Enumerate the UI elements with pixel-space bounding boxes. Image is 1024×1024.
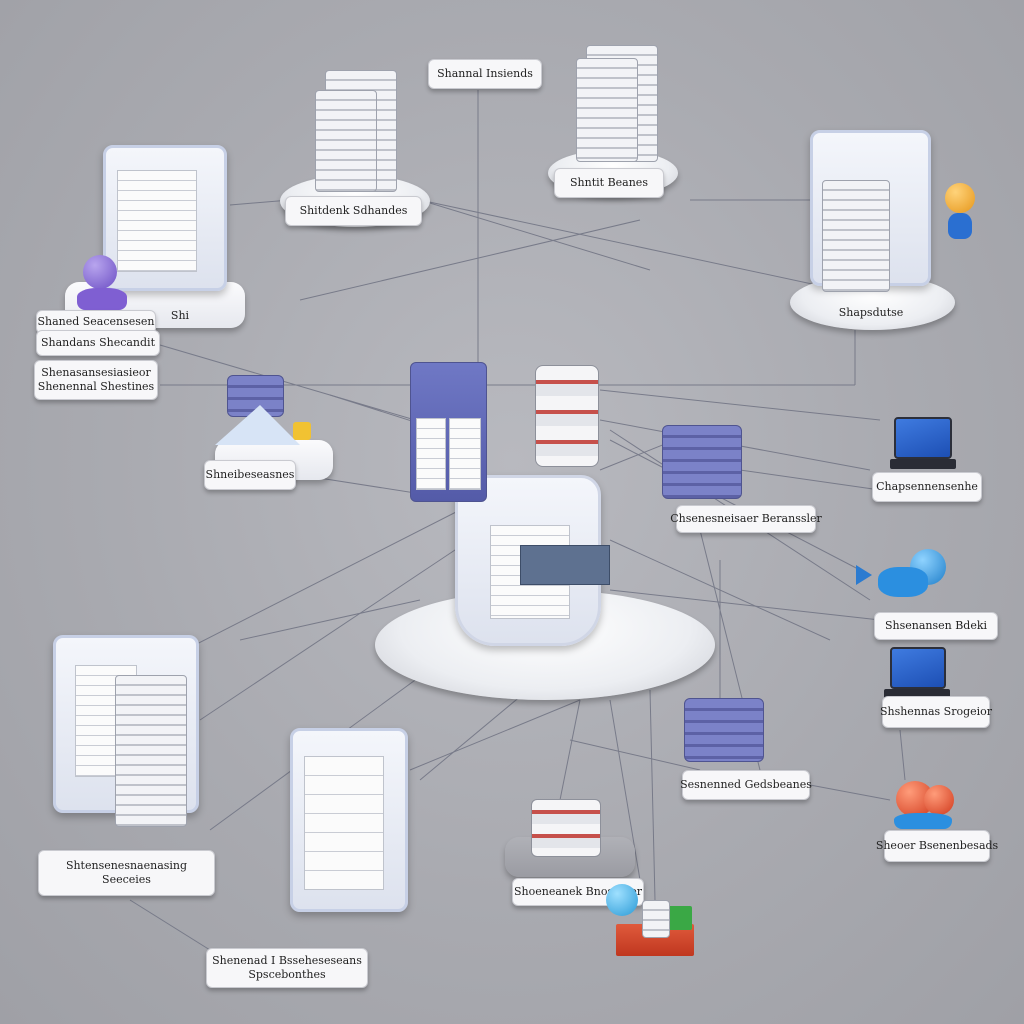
paper-icon: [215, 405, 300, 445]
label-line: Shenasansesiasieor: [41, 366, 151, 379]
workstation-left: [35, 140, 250, 330]
user-body-icon: [878, 567, 928, 597]
label-right-monitor: Shapsdutse: [838, 306, 904, 319]
user-head-icon: [924, 785, 954, 815]
document-icon: [449, 418, 481, 490]
user-head-icon: [945, 183, 975, 213]
label-right-blue-rack: Sesnenned Gedsbeanes: [680, 770, 812, 800]
document-stack-icon: [642, 900, 670, 938]
central-hub: [370, 360, 720, 705]
laptop-icon: [894, 417, 952, 459]
user-right-blue: [850, 545, 950, 605]
laptop-right-1: [890, 415, 960, 475]
label-right-user-red: Sheoer Bsenenbesads: [876, 830, 998, 862]
server-rack-icon: [410, 362, 487, 502]
folder-icon: [293, 422, 311, 440]
laptop-keyboard: [884, 689, 950, 699]
storage-cylinder-icon: [535, 365, 599, 467]
user-body-icon: [77, 288, 127, 310]
label-line: Seeceies: [102, 873, 151, 886]
label-right-user-blue: Shsenansen Bdeki: [874, 612, 998, 640]
monitor-bottom-center: [290, 728, 408, 912]
label-top-center: Shannal Insiends: [428, 59, 542, 89]
arrow-icon: [856, 565, 872, 585]
document-icon: [416, 418, 446, 490]
user-body-icon: [894, 813, 952, 829]
label-bottom-left: Shtensenesnaenasing Seeceies: [38, 850, 215, 896]
label-top-right-server: Shntit Beanes: [554, 168, 664, 198]
label-left-user: Shi: [170, 309, 190, 322]
server-bottom-center: [505, 795, 640, 885]
workstation-right: [790, 125, 990, 335]
server-rack-icon: [684, 698, 764, 762]
label-right-laptop-2: Shshennas Srogeior: [880, 696, 992, 728]
label-center-right-rack: Chsenesneisaer Beranssler: [670, 505, 822, 533]
document-stack-icon: [115, 675, 187, 827]
document-stack-icon: [822, 180, 890, 292]
document-icon: [304, 756, 384, 890]
label-line: Spscebonthes: [248, 968, 326, 981]
label-top-left-server: Shitdenk Sdhandes: [285, 196, 422, 226]
server-rack-icon: [662, 425, 742, 499]
user-body-icon: [948, 213, 972, 239]
user-head-icon: [606, 884, 638, 916]
info-card: [520, 545, 610, 585]
laptop-right-2: [884, 645, 954, 705]
storage-cylinder-icon: [531, 799, 601, 857]
label-mid-left-server: Shneibeseasnes: [204, 460, 296, 490]
document-stack-icon: [315, 90, 377, 192]
label-line: Shtensenesnaenasing: [65, 859, 188, 872]
laptop-icon: [890, 647, 946, 689]
label-bottom-left-lower: Shenenad I Bsseheseseans Spscebonthes: [206, 948, 368, 988]
label-right-laptop-1: Chapsennensenhe: [872, 472, 982, 502]
document-stack-icon: [576, 58, 638, 162]
label-left-stack-3: Shenasansesiasieor Shenennal Shestines: [34, 360, 158, 400]
workstation-bottom-left: [45, 635, 220, 850]
user-head-icon: [83, 255, 117, 289]
label-line: Shenenad I Bsseheseseans: [212, 954, 362, 967]
cluster-bottom: [606, 882, 698, 960]
document-icon: [117, 170, 197, 272]
laptop-keyboard: [890, 459, 956, 469]
label-left-stack-2: Shandans Shecandit: [36, 330, 160, 356]
user-right-red: [888, 775, 968, 835]
label-line: Shenennal Shestines: [37, 380, 155, 393]
